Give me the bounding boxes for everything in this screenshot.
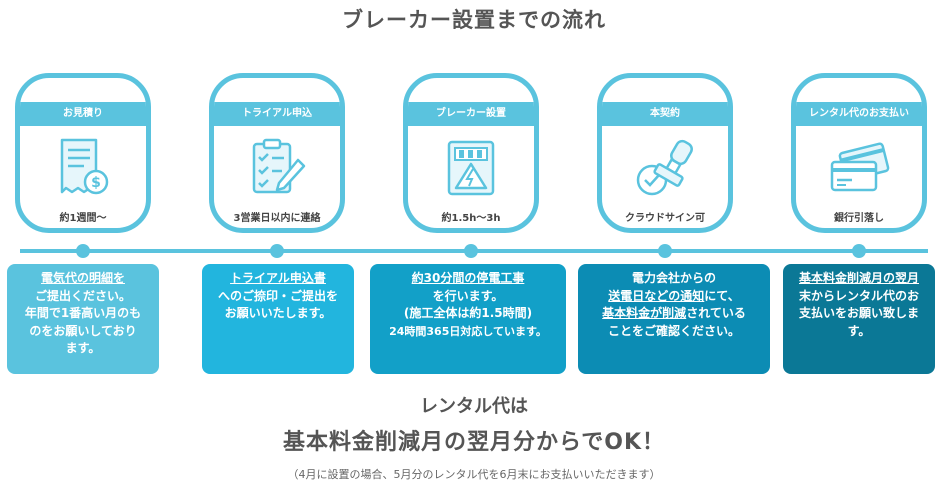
- description-box-payment: 基本料金削減月の翌月 末からレンタル代のお 支払いをお願い致しま す。: [783, 264, 935, 374]
- clipboard-checklist-icon: [242, 134, 312, 204]
- step-card-contract: 本契約 クラウドサイン可: [597, 73, 733, 233]
- step-caption: 約1.5h〜3h: [441, 213, 501, 224]
- svg-text:$: $: [91, 175, 101, 191]
- page-title: ブレーカー設置までの流れ: [342, 8, 606, 32]
- description-line: 約30分間の停電工事: [411, 271, 525, 285]
- step-card-payment: レンタル代のお支払い 銀行引落し: [791, 73, 927, 233]
- description-line: 支払いをお願い致しま: [798, 306, 919, 320]
- description-box-estimate: 電気代の明細を ご提出ください。 年間で1番高い月のも のをお願いしており ます…: [7, 264, 159, 374]
- description-line: す。: [847, 323, 871, 338]
- step-header: ブレーカー設置: [408, 102, 534, 126]
- timeline-dot: [270, 244, 284, 258]
- invoice-icon: $: [48, 134, 118, 204]
- rental-headline: 基本料金削減月の翌月分からでOK！: [282, 430, 666, 455]
- timeline-dot: [852, 244, 866, 258]
- step-caption: 3営業日以内に連絡: [233, 213, 321, 224]
- description-box-install: 約30分間の停電工事 を行います。 (施工全体は約1.5時間) 24時間365日…: [370, 264, 566, 374]
- description-line: お願いいたします。: [224, 306, 332, 320]
- credit-cards-icon: [824, 134, 894, 204]
- description-line: 基本料金が削減されている: [578, 305, 770, 323]
- description-line: 送電日などの通知にて、: [578, 288, 770, 306]
- step-card-estimate: お見積り $ 約1週間〜: [15, 73, 151, 233]
- description-line: のをお願いしており: [29, 323, 137, 338]
- description-box-contract: 電力会社からの 送電日などの通知にて、 基本料金が削減されている ことをご確認く…: [578, 264, 770, 374]
- step-caption: 約1週間〜: [59, 213, 107, 224]
- timeline-dot: [658, 244, 672, 258]
- description-line: ことをご確認ください。: [607, 323, 740, 338]
- description-line: 年間で1番高い月のも: [24, 306, 142, 320]
- description-line: 末からレンタル代のお: [798, 288, 919, 303]
- rental-note: （4月に設置の場合、5月分のレンタル代を6月末にお支払いいただきます）: [287, 468, 661, 481]
- timeline-dot: [76, 244, 90, 258]
- breaker-panel-icon: [436, 134, 506, 204]
- step-header: 本契約: [602, 102, 728, 126]
- description-line: 基本料金削減月の翌月: [798, 271, 919, 285]
- description-line: へのご捺印・ご提出を: [217, 288, 338, 303]
- step-card-install: ブレーカー設置 約1.5h〜3h: [403, 73, 539, 233]
- description-text: されている: [686, 306, 746, 320]
- description-line: 24時間365日対応しています。: [389, 324, 547, 338]
- stamp-icon: [630, 134, 700, 204]
- description-underlined: 基本料金が削減: [602, 306, 687, 320]
- description-box-trial: トライアル申込書 へのご捺印・ご提出を お願いいたします。: [202, 264, 354, 374]
- step-card-trial: トライアル申込 3営業日以内に連絡: [209, 73, 345, 233]
- description-line: 電力会社からの: [631, 271, 716, 285]
- description-line: (施工全体は約1.5時間): [403, 306, 533, 320]
- description-line: トライアル申込書: [230, 271, 326, 285]
- description-line: ご提出ください。: [34, 288, 131, 303]
- description-underlined: 送電日などの通知: [608, 288, 705, 303]
- step-header: トライアル申込: [214, 102, 340, 126]
- description-text: にて、: [704, 288, 740, 303]
- description-line: 電気代の明細を: [40, 271, 125, 285]
- step-header: お見積り: [20, 102, 146, 126]
- step-caption: クラウドサイン可: [625, 213, 705, 224]
- timeline-dot: [464, 244, 478, 258]
- rental-heading: レンタル代は: [420, 396, 528, 417]
- step-header: レンタル代のお支払い: [796, 102, 922, 126]
- description-line: ます。: [65, 341, 101, 355]
- description-line: を行います。: [432, 288, 504, 303]
- step-caption: 銀行引落し: [834, 213, 884, 224]
